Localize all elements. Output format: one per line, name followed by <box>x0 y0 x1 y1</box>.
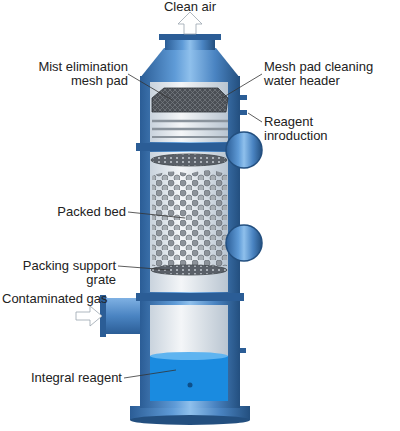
part-label: Clean air <box>145 0 235 14</box>
reagent-surface <box>150 352 228 360</box>
outlet-flange <box>159 34 221 40</box>
leader-line <box>222 74 262 98</box>
leader-line <box>124 370 176 378</box>
leader-line <box>248 113 262 122</box>
part-label: Mist elimination mesh pad <box>18 60 128 88</box>
leader-line <box>128 74 172 100</box>
distributor-plate <box>151 154 227 166</box>
mesh-pad <box>152 88 228 112</box>
lower-cutaway <box>150 305 228 401</box>
tower-base-bottom <box>130 415 250 425</box>
part-label: Reagent inroduction <box>264 115 349 143</box>
part-label: Mesh pad cleaning water header <box>264 60 389 88</box>
leader-line <box>118 266 170 270</box>
part-label: Integral reagent <box>6 371 122 385</box>
part-label: Contaminated gas <box>2 292 122 306</box>
tower-shell <box>140 76 240 408</box>
nozzle <box>240 110 247 115</box>
manway-cover <box>226 132 262 168</box>
header-pipe <box>152 128 228 131</box>
header-pipe <box>152 136 228 138</box>
nozzle <box>240 348 246 353</box>
part-label: Packing support grate <box>8 259 116 287</box>
top-cone <box>140 48 240 78</box>
gas-inlet-arrow <box>76 306 102 326</box>
section-flange <box>136 293 244 301</box>
packed-bed <box>152 170 227 266</box>
upper-cutaway <box>150 82 228 142</box>
manway-cover <box>226 225 262 261</box>
support-grate <box>151 265 227 275</box>
leader-line <box>128 212 185 218</box>
reagent-liquid <box>150 356 228 401</box>
nozzle <box>240 95 247 100</box>
middle-cutaway <box>150 152 228 292</box>
inlet-duct <box>104 298 142 334</box>
clean-air-arrow <box>178 12 202 34</box>
drain <box>188 383 193 388</box>
part-label: Packed bed <box>18 205 126 219</box>
header-pipe <box>152 120 228 123</box>
